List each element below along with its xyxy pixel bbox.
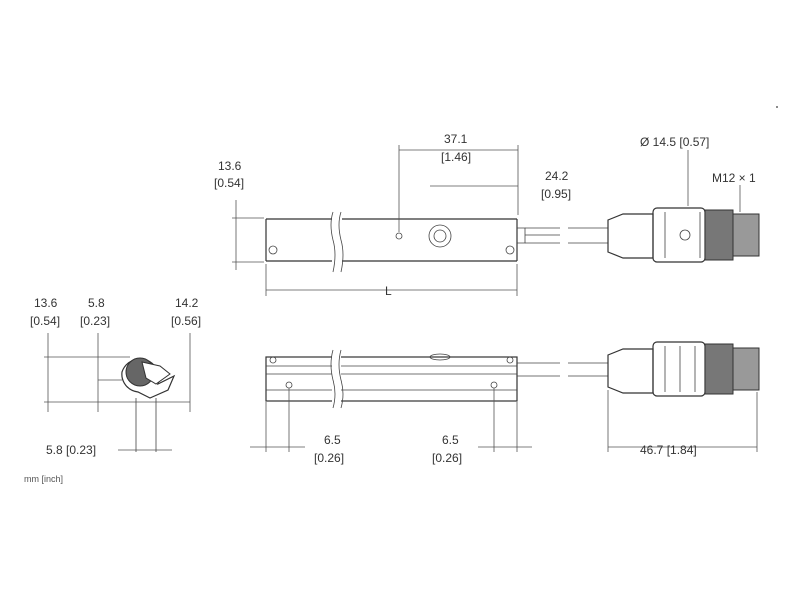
top-view: 13.6 [0.54] 37.1 [1.46] 24.2 [0.95]	[214, 132, 760, 298]
hole-right-in: [0.26]	[432, 451, 462, 465]
m12-connector-top	[607, 207, 760, 263]
side-depth-in: [0.23]	[80, 314, 110, 328]
units-note: mm [inch]	[24, 474, 63, 484]
top-offset1-mm: 37.1	[444, 132, 468, 146]
top-offset2-mm: 24.2	[545, 169, 569, 183]
sensor-body-front	[265, 349, 518, 409]
thread-label: M12 × 1	[712, 171, 756, 185]
corner-dot	[776, 106, 778, 108]
side-width-in: [0.56]	[171, 314, 201, 328]
top-offset1-in: [1.46]	[441, 150, 471, 164]
sensor-profile	[121, 357, 176, 452]
side-depth-mm: 5.8	[88, 296, 105, 310]
led-icon	[395, 232, 403, 240]
diameter-label: Ø 14.5 [0.57]	[640, 135, 709, 149]
hole-right-mm: 6.5	[442, 433, 459, 447]
cable-top	[517, 227, 608, 244]
teach-button-icon	[428, 224, 452, 248]
side-bottom-dim: 5.8 [0.23]	[46, 443, 96, 457]
side-width-mm: 14.2	[175, 296, 199, 310]
top-height-mm: 13.6	[218, 159, 242, 173]
side-height-mm: 13.6	[34, 296, 58, 310]
sensor-body-top	[265, 211, 518, 273]
top-offset2-in: [0.95]	[541, 187, 571, 201]
cable-front	[517, 362, 608, 377]
hole-left-mm: 6.5	[324, 433, 341, 447]
hole-left-in: [0.26]	[314, 451, 344, 465]
side-view: 13.6 [0.54] 5.8 [0.23] 14.2 [0.56] 5.8 […	[30, 296, 201, 457]
m12-connector-front	[607, 341, 760, 397]
top-height-in: [0.54]	[214, 176, 244, 190]
connector-length: 46.7 [1.84]	[640, 443, 697, 457]
front-view: 6.5 [0.26] 6.5 [0.26] 46.7 [1.84]	[250, 341, 760, 465]
length-label: L	[385, 284, 392, 298]
side-height-in: [0.54]	[30, 314, 60, 328]
